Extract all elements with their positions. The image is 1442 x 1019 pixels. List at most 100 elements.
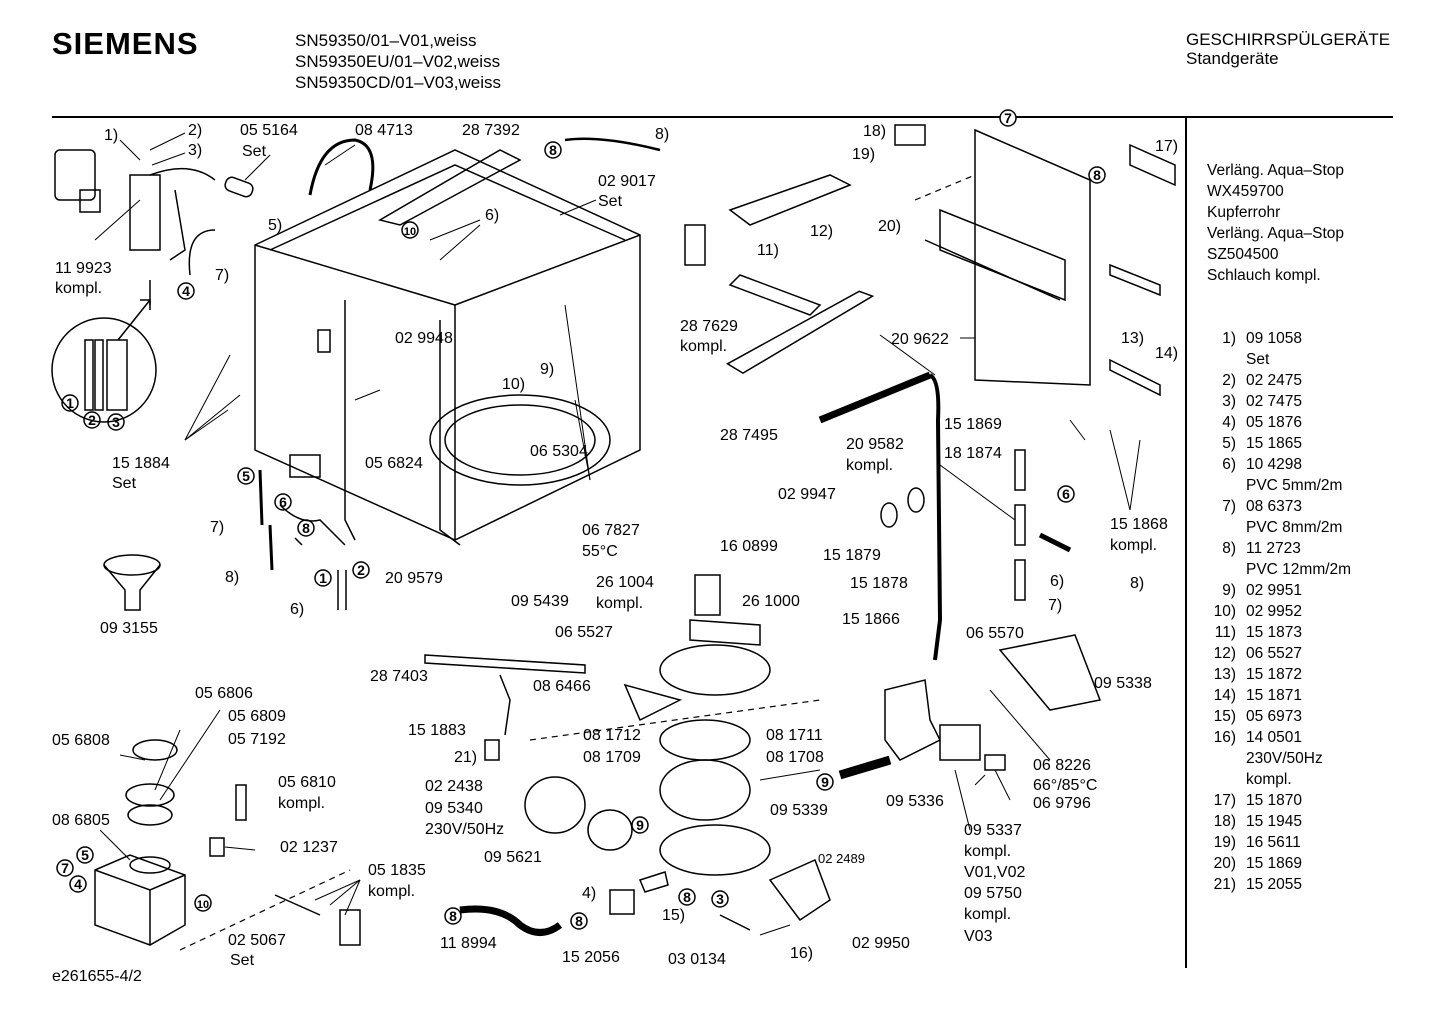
callout: 16): [790, 945, 813, 962]
callout: 28 7495: [720, 427, 778, 444]
svg-text:9: 9: [636, 817, 644, 833]
accessory-line: Schlauch kompl.: [1207, 267, 1321, 284]
callout: 11): [757, 242, 779, 259]
part-entry: 18)15 1945: [1200, 811, 1351, 832]
circled-ref: 6: [274, 493, 292, 511]
circled-ref: 10: [194, 894, 212, 912]
part-number: 06 5527: [1246, 645, 1303, 662]
assembly-guides: [179, 174, 976, 951]
part-number: 08 6373: [1246, 498, 1303, 515]
accessory-line: Verläng. Aqua–Stop: [1207, 162, 1345, 179]
accessories-list: Verläng. Aqua–Stop WX459700 Kupferrohr V…: [1207, 160, 1344, 286]
callout: 02 9950: [852, 935, 910, 952]
svg-text:8: 8: [449, 908, 457, 924]
hose-5mm: [188, 229, 216, 276]
hose-12mm: [564, 137, 661, 152]
part-entry: 9)02 9951: [1200, 580, 1351, 601]
part-detail: PVC 5mm/2m: [1246, 477, 1343, 494]
part-entry-detail: PVC 5mm/2m: [1200, 475, 1351, 496]
svg-text:4: 4: [74, 876, 82, 892]
callout: Set: [112, 475, 137, 492]
part-index: 14): [1213, 687, 1236, 704]
callout: 06 5304: [530, 443, 588, 460]
callout: 05 6809: [228, 708, 286, 725]
part-index: 21): [1213, 876, 1236, 893]
lower-spray-arm: [424, 654, 586, 761]
callout: 6): [290, 601, 304, 618]
part-entry: 2)02 2475: [1200, 370, 1351, 391]
brand-logo: SIEMENS: [52, 26, 199, 61]
svg-text:3: 3: [716, 891, 724, 907]
callout: kompl.: [278, 795, 325, 812]
callout: 17): [1155, 138, 1178, 155]
part-number: 02 7475: [1246, 393, 1303, 410]
part-index: 19): [1213, 834, 1236, 851]
callout: 02 1237: [280, 839, 338, 856]
callout: 28 7629: [680, 318, 738, 335]
circled-ref: 1: [61, 394, 79, 412]
part-index: 13): [1213, 666, 1236, 683]
filter-assembly: [623, 574, 771, 876]
part-index: 2): [1222, 372, 1236, 389]
part-number: 02 9951: [1246, 582, 1303, 599]
callout: 08 4713: [355, 122, 413, 139]
callout: 05 6808: [52, 732, 110, 749]
part-entry: 8)11 2723: [1200, 538, 1351, 559]
part-index: 18): [1213, 813, 1236, 830]
callout: kompl.: [1110, 537, 1157, 554]
drain-pump: [719, 858, 831, 931]
callout: 02 9947: [778, 486, 836, 503]
part-entry: 11)15 1873: [1200, 622, 1351, 643]
svg-text:8: 8: [549, 142, 557, 158]
part-entry: 4)05 1876: [1200, 412, 1351, 433]
circled-ref: 8: [544, 141, 562, 159]
model-line: SN59350/01–V01,weiss: [295, 31, 477, 50]
circled-ref: 6: [1057, 485, 1075, 503]
svg-text:3: 3: [112, 414, 120, 430]
circled-ref: 1: [314, 569, 332, 587]
callout: kompl.: [846, 457, 893, 474]
callout: 15 1866: [842, 611, 900, 628]
callout: 5): [268, 217, 282, 234]
callout: 8): [225, 569, 239, 586]
part-number: 02 9952: [1246, 603, 1303, 620]
circled-ref: 3: [711, 890, 729, 908]
callout: 05 7192: [228, 731, 286, 748]
circled-references: 4 8 10 5 6 8 1 2 7 8 6 9 9 8 3 8 8 7 5 4…: [56, 109, 1106, 930]
accessory-line: WX459700: [1207, 183, 1284, 200]
callout: 18): [863, 123, 886, 140]
circled-ref: 9: [631, 816, 649, 834]
part-detail: kompl.: [1246, 771, 1292, 788]
part-entry: 16)14 0501: [1200, 727, 1351, 748]
callout: 26 1000: [742, 593, 800, 610]
funnel: [103, 554, 161, 611]
circled-ref: 2: [352, 561, 370, 579]
part-entry: 10)02 9952: [1200, 601, 1351, 622]
part-entry: 13)15 1872: [1200, 664, 1351, 685]
part-index: 17): [1213, 792, 1236, 809]
circled-ref: 7: [56, 859, 74, 877]
callout: 15 1884: [112, 455, 170, 472]
pipe: [1014, 504, 1026, 546]
door-panel: [894, 124, 1176, 397]
part-index: 5): [1222, 435, 1236, 452]
callout: 15 1868: [1110, 516, 1168, 533]
part-index: 11): [1214, 624, 1236, 641]
callout: 20 9622: [891, 331, 949, 348]
circled-ref: 10: [401, 221, 419, 239]
callout: 230V/50Hz: [425, 821, 504, 838]
part-index: 4): [1222, 414, 1236, 431]
callout: 12): [810, 223, 833, 240]
part-entry-detail: Set: [1200, 349, 1351, 370]
callout: 15): [662, 907, 685, 924]
callout: kompl.: [596, 595, 643, 612]
callout: 18 1874: [944, 445, 1002, 462]
part-detail: PVC 12mm/2m: [1246, 561, 1352, 578]
part-number: 15 1869: [1246, 855, 1303, 872]
callout: 4): [582, 885, 596, 902]
circled-ref: 4: [69, 875, 87, 893]
callout: 08 1711: [766, 727, 823, 744]
part-entry: 12)06 5527: [1200, 643, 1351, 664]
part-entry: 1)09 1058: [1200, 328, 1351, 349]
